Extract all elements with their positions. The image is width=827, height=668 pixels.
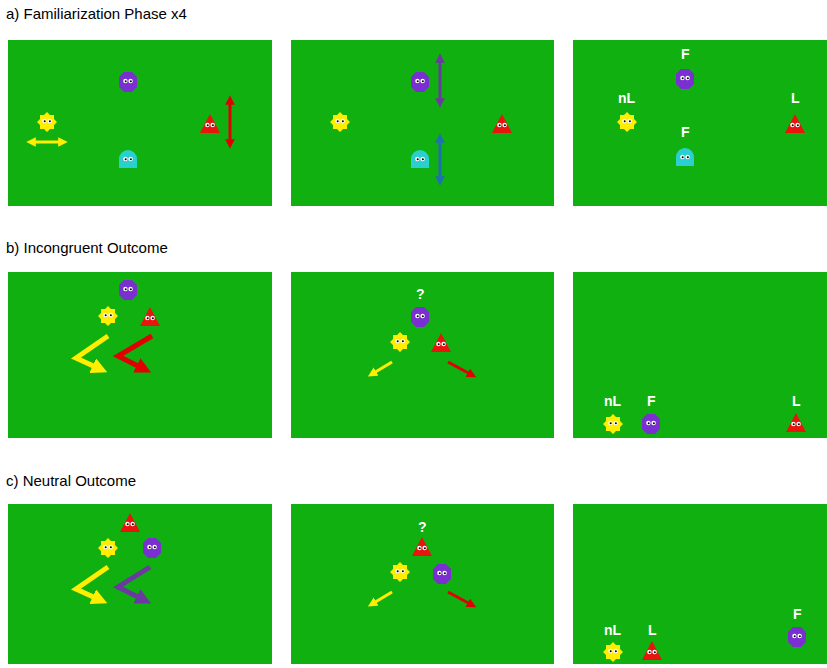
red-agent <box>200 114 220 133</box>
agent-label: nL <box>604 393 621 409</box>
section-heading: b) Incongruent Outcome <box>6 239 168 256</box>
yellow-agent <box>617 112 637 132</box>
yellow-agent <box>603 642 623 662</box>
familiarization-scene <box>31 58 805 181</box>
yellow-agent <box>330 112 350 132</box>
red-agent <box>412 537 432 556</box>
yellow-agent <box>98 538 118 558</box>
scene-panel <box>8 40 827 664</box>
agent-label: F <box>681 46 690 62</box>
yellow-agent <box>37 112 57 132</box>
red-agent <box>642 641 662 660</box>
section-heading: a) Familiarization Phase x4 <box>6 5 187 22</box>
red-agent <box>785 114 805 133</box>
purple-agent <box>788 627 806 647</box>
purple-agent <box>119 280 137 300</box>
yellow-agent <box>390 332 410 352</box>
purple-agent <box>143 538 161 558</box>
section-heading: c) Neutral Outcome <box>6 472 136 489</box>
agent-label: F <box>647 393 656 409</box>
agent-label: F <box>681 124 690 140</box>
purple-agent <box>676 69 694 89</box>
agent-label: nL <box>604 622 621 638</box>
yellow-agent <box>390 562 410 582</box>
agent-label: L <box>648 622 657 638</box>
red-agent <box>786 413 806 432</box>
purple-agent <box>433 564 451 584</box>
neutral-scene <box>76 513 806 662</box>
cyan-agent <box>119 150 137 168</box>
agent-label: nL <box>618 90 635 106</box>
red-agent <box>492 114 512 133</box>
agent-label: ? <box>416 286 425 302</box>
purple-agent <box>411 72 429 92</box>
purple-agent <box>642 414 660 434</box>
purple-agent <box>411 307 429 327</box>
purple-agent <box>119 72 137 92</box>
red-agent <box>120 513 140 532</box>
cyan-agent <box>676 148 694 166</box>
agent-label: ? <box>418 519 427 535</box>
incongruent-scene <box>76 280 806 434</box>
red-agent <box>140 307 160 326</box>
cyan-agent <box>411 150 429 168</box>
yellow-agent <box>603 414 623 434</box>
agent-label: F <box>793 606 802 622</box>
yellow-agent <box>98 306 118 326</box>
agent-label: L <box>792 393 801 409</box>
red-agent <box>431 333 451 352</box>
agent-label: L <box>791 90 800 106</box>
